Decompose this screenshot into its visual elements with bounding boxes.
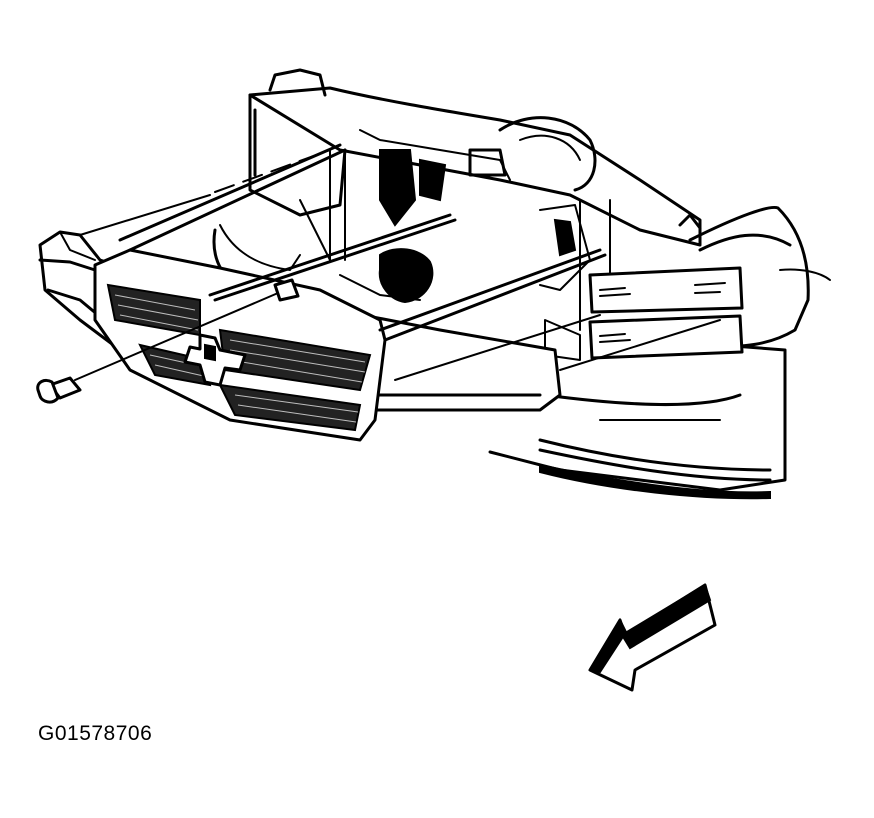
figure-id-label: G01578706 [38, 722, 153, 745]
front-direction-arrow [588, 583, 717, 692]
headlamp-assemblies [588, 266, 744, 360]
radiator-support [212, 68, 702, 361]
vehicle-body [488, 205, 831, 500]
bolt-fastener [36, 278, 300, 404]
grille-panel [93, 248, 387, 442]
guide-lines [79, 143, 721, 381]
